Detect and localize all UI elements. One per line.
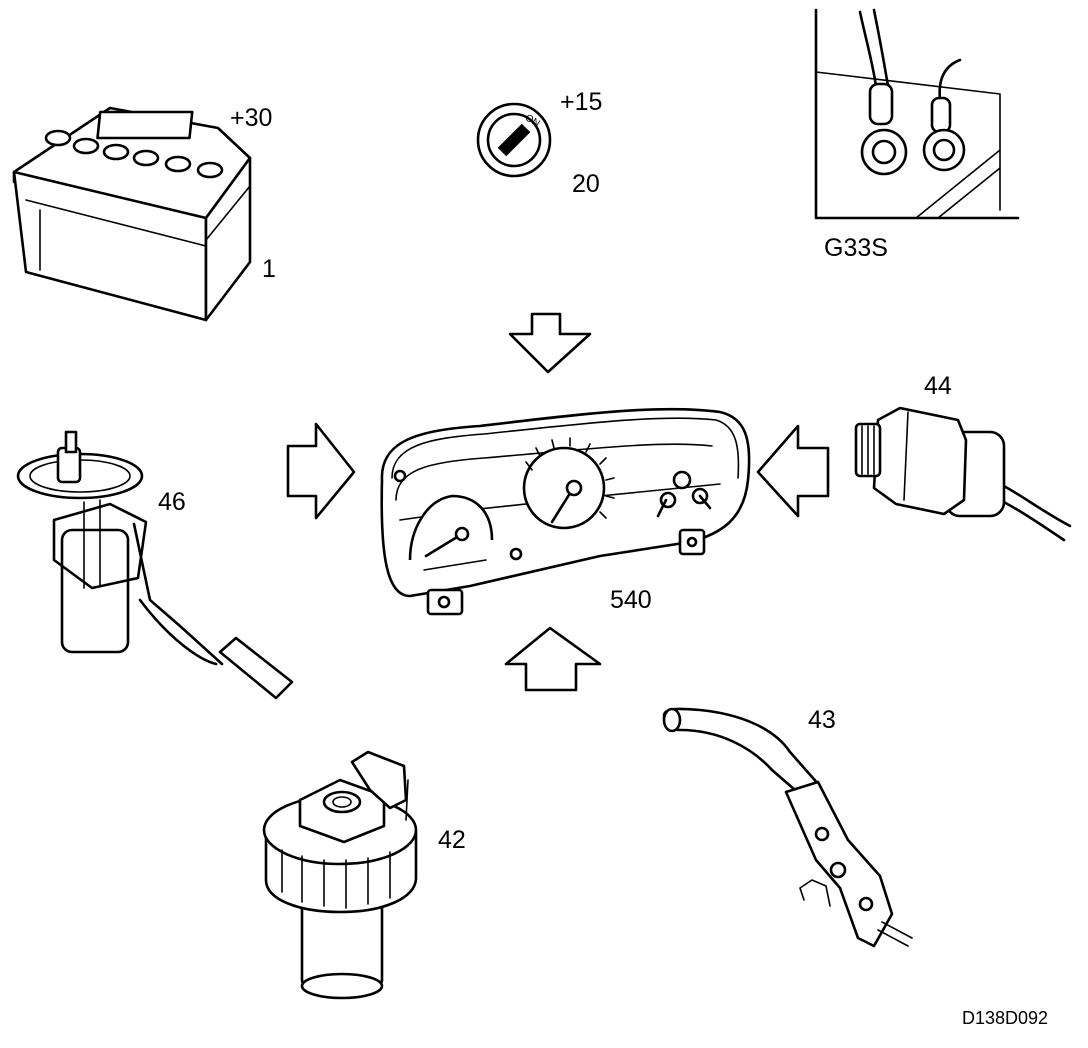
battery-terminal-label: +30 xyxy=(230,104,272,132)
ignition-terminal-label: +15 xyxy=(560,88,602,116)
sensor-44-label: 44 xyxy=(924,372,952,400)
ground-point-label: G33S xyxy=(824,234,888,262)
arrow-up xyxy=(504,626,602,692)
instrument-cluster-label: 540 xyxy=(610,586,652,614)
ignition-number-label: 20 xyxy=(572,170,600,198)
instrument-cluster-illustration xyxy=(380,407,751,616)
fuel-pump-label: 46 xyxy=(158,488,186,516)
battery-illustration xyxy=(12,106,252,322)
ignition-switch-illustration: ON xyxy=(476,102,552,178)
handbrake-label: 43 xyxy=(808,706,836,734)
arrow-left xyxy=(756,424,830,518)
fluid-sensor-label: 42 xyxy=(438,826,466,854)
handbrake-illustration xyxy=(662,707,913,948)
arrow-down xyxy=(508,312,592,374)
battery-number-label: 1 xyxy=(262,255,276,283)
fuel-pump-illustration xyxy=(16,430,294,700)
ground-point-illustration xyxy=(814,8,1020,220)
arrow-right xyxy=(286,422,356,520)
drawing-code: D138D092 xyxy=(962,1008,1048,1028)
fluid-sensor-illustration xyxy=(262,750,418,1000)
sensor-44-illustration xyxy=(854,406,1072,542)
